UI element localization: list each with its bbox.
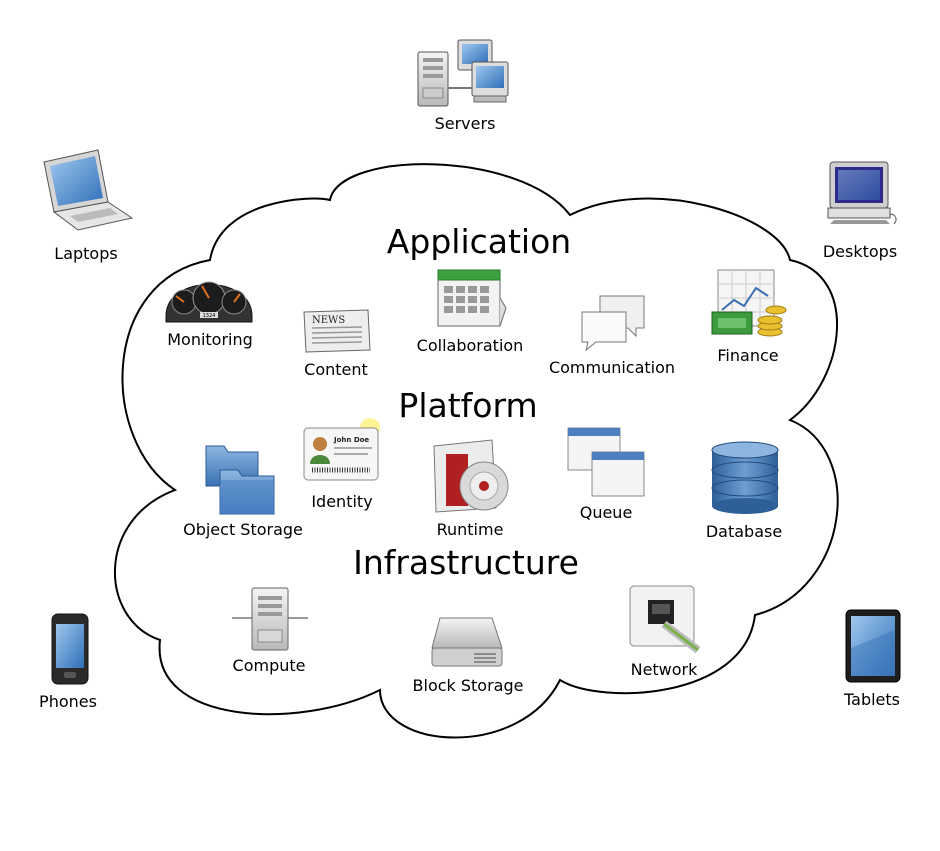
laptop-icon (43, 149, 134, 231)
tablets-label: Tablets (844, 690, 900, 709)
monitoring-label: Monitoring (167, 330, 253, 349)
dashboard-gauge-icon: 1324 (165, 281, 253, 323)
servers-label: Servers (434, 114, 496, 133)
window-stack-icon (567, 427, 645, 497)
servers-icon (417, 39, 509, 107)
content-label: Content (304, 360, 368, 379)
queue-label: Queue (579, 503, 633, 522)
hard-drive-icon (431, 617, 503, 667)
platform-layer-title: Platform (398, 386, 538, 425)
finance-chart-money-icon (711, 269, 787, 337)
id-card-name: John Doe (333, 436, 369, 444)
calendar-icon (437, 269, 507, 327)
newspaper-headline: NEWS (312, 315, 345, 326)
folders-icon (205, 445, 275, 515)
id-card-icon: John Doe (303, 418, 380, 481)
speech-bubbles-icon (581, 295, 645, 352)
phone-icon (51, 613, 89, 685)
collaboration-label: Collaboration (416, 336, 524, 355)
application-layer-title: Application (386, 222, 572, 261)
block-storage-label: Block Storage (412, 676, 524, 695)
runtime-label: Runtime (436, 520, 504, 539)
desktops-label: Desktops (822, 242, 898, 261)
compute-label: Compute (232, 656, 306, 675)
identity-label: Identity (311, 492, 373, 511)
newspaper-icon: NEWS (303, 309, 371, 353)
tablet-icon (845, 609, 901, 683)
phones-label: Phones (39, 692, 97, 711)
database-icon (711, 441, 779, 514)
database-label: Database (705, 522, 783, 541)
object-storage-label: Object Storage (183, 520, 303, 539)
infrastructure-layer-title: Infrastructure (353, 543, 579, 582)
runtime-disc-box-icon (433, 439, 509, 513)
communication-label: Communication (548, 358, 676, 377)
compute-server-icon (232, 587, 308, 651)
network-port-icon (629, 585, 701, 654)
finance-label: Finance (717, 346, 779, 365)
laptops-label: Laptops (54, 244, 118, 263)
network-label: Network (630, 660, 698, 679)
desktop-icon (827, 161, 897, 225)
gauge-odometer-text: 1324 (203, 313, 216, 319)
